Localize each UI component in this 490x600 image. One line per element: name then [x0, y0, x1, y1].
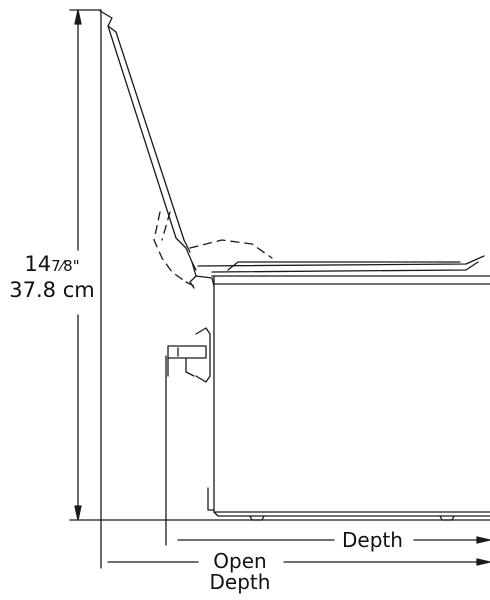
open-lid	[99, 10, 197, 271]
depth-label: Depth	[336, 528, 409, 552]
hinge	[189, 261, 215, 289]
height-dimension-line	[69, 9, 490, 521]
height-imperial-whole: 14	[24, 252, 52, 276]
height-imperial: 147⁄8"	[4, 252, 100, 278]
height-label: 147⁄8" 37.8 cm	[4, 252, 100, 302]
open-depth-label: Open Depth	[200, 551, 280, 593]
height-metric: 37.8 cm	[9, 278, 95, 302]
feet	[249, 515, 455, 521]
side-handle	[167, 327, 211, 383]
unit-body	[207, 275, 490, 517]
open-depth-line2: Depth	[209, 570, 271, 594]
height-imperial-fraction: 7⁄8"	[51, 257, 80, 275]
closed-lid	[197, 255, 490, 277]
open-depth-dimension-line	[107, 558, 490, 566]
open-depth-line1: Open	[213, 549, 267, 573]
depth-dimension-line	[177, 536, 490, 544]
